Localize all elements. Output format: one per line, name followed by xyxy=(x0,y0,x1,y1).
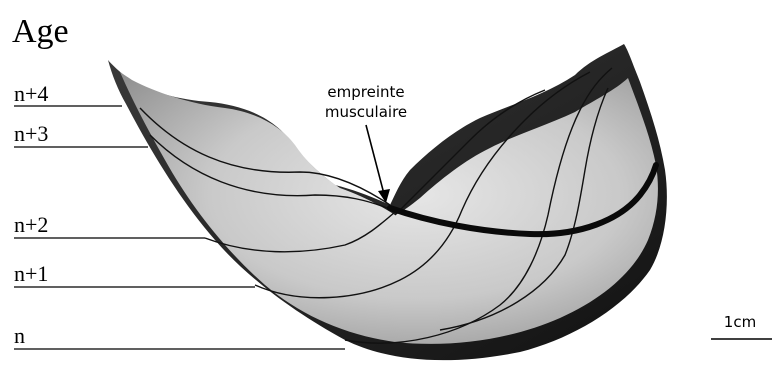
scale-bar-label: 1cm xyxy=(724,313,756,331)
age-label-n: n xyxy=(14,323,25,348)
age-label-n1: n+1 xyxy=(14,261,48,286)
annotation-arrow xyxy=(366,125,390,203)
figure-title: Age xyxy=(12,13,69,50)
age-label-n2: n+2 xyxy=(14,212,48,237)
annotation-line2: musculaire xyxy=(325,103,407,121)
annotation-line1: empreinte xyxy=(327,83,404,101)
age-label-n3: n+3 xyxy=(14,121,48,146)
age-label-n4: n+4 xyxy=(14,81,48,106)
